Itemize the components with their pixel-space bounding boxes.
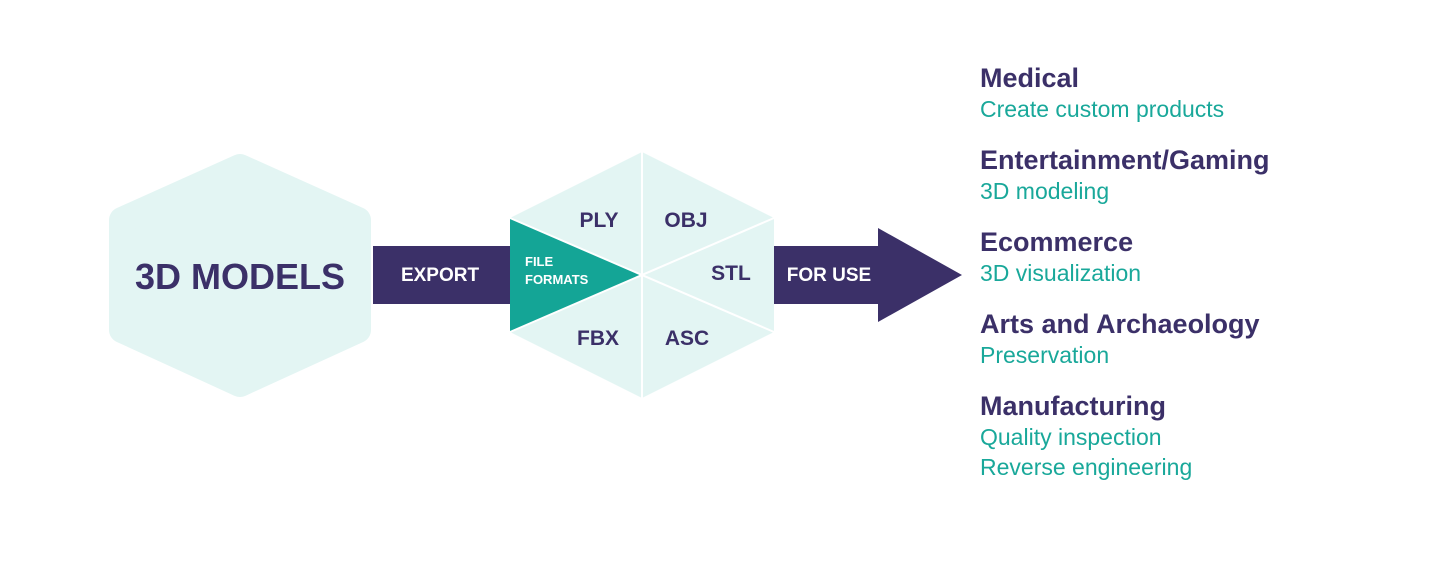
use-case-title: Manufacturing [980, 391, 1166, 421]
use-case-description: Create custom products [980, 96, 1225, 122]
use-case-manufacturing: Manufacturing Quality inspection Reverse… [980, 390, 1420, 482]
models-hexagon [109, 154, 371, 397]
use-case-arts: Arts and Archaeology Preservation [980, 308, 1420, 370]
export-connector [373, 246, 513, 304]
use-cases-list: Medical Create custom products Entertain… [980, 62, 1420, 502]
for-use-label: FOR USE [787, 265, 871, 286]
use-case-description: 3D modeling [980, 178, 1110, 204]
use-case-entertainment: Entertainment/Gaming 3D modeling [980, 144, 1420, 206]
use-case-ecommerce: Ecommerce 3D visualization [980, 226, 1420, 288]
use-case-title: Medical [980, 63, 1080, 93]
file-formats-label-line1: FILE [525, 254, 553, 269]
use-case-description: 3D visualization [980, 260, 1142, 286]
format-obj: OBJ [664, 209, 707, 232]
use-case-title: Ecommerce [980, 227, 1134, 257]
formats-center-triangle [510, 218, 642, 332]
format-fbx: FBX [577, 327, 619, 350]
models-label: 3D MODELS [135, 256, 345, 297]
formats-divider-lines [509, 152, 775, 398]
format-stl: STL [711, 262, 751, 285]
for-use-arrow [774, 228, 962, 322]
format-ply: PLY [580, 209, 619, 232]
use-case-description: Quality inspection [980, 424, 1162, 450]
use-case-title: Arts and Archaeology [980, 309, 1260, 339]
format-asc: ASC [665, 327, 709, 350]
use-case-medical: Medical Create custom products [980, 62, 1420, 124]
file-formats-label-line2: FORMATS [525, 272, 589, 287]
use-case-title: Entertainment/Gaming [980, 145, 1270, 175]
use-case-description: Reverse engineering [980, 454, 1193, 480]
export-label: EXPORT [401, 265, 480, 286]
use-case-description: Preservation [980, 342, 1110, 368]
